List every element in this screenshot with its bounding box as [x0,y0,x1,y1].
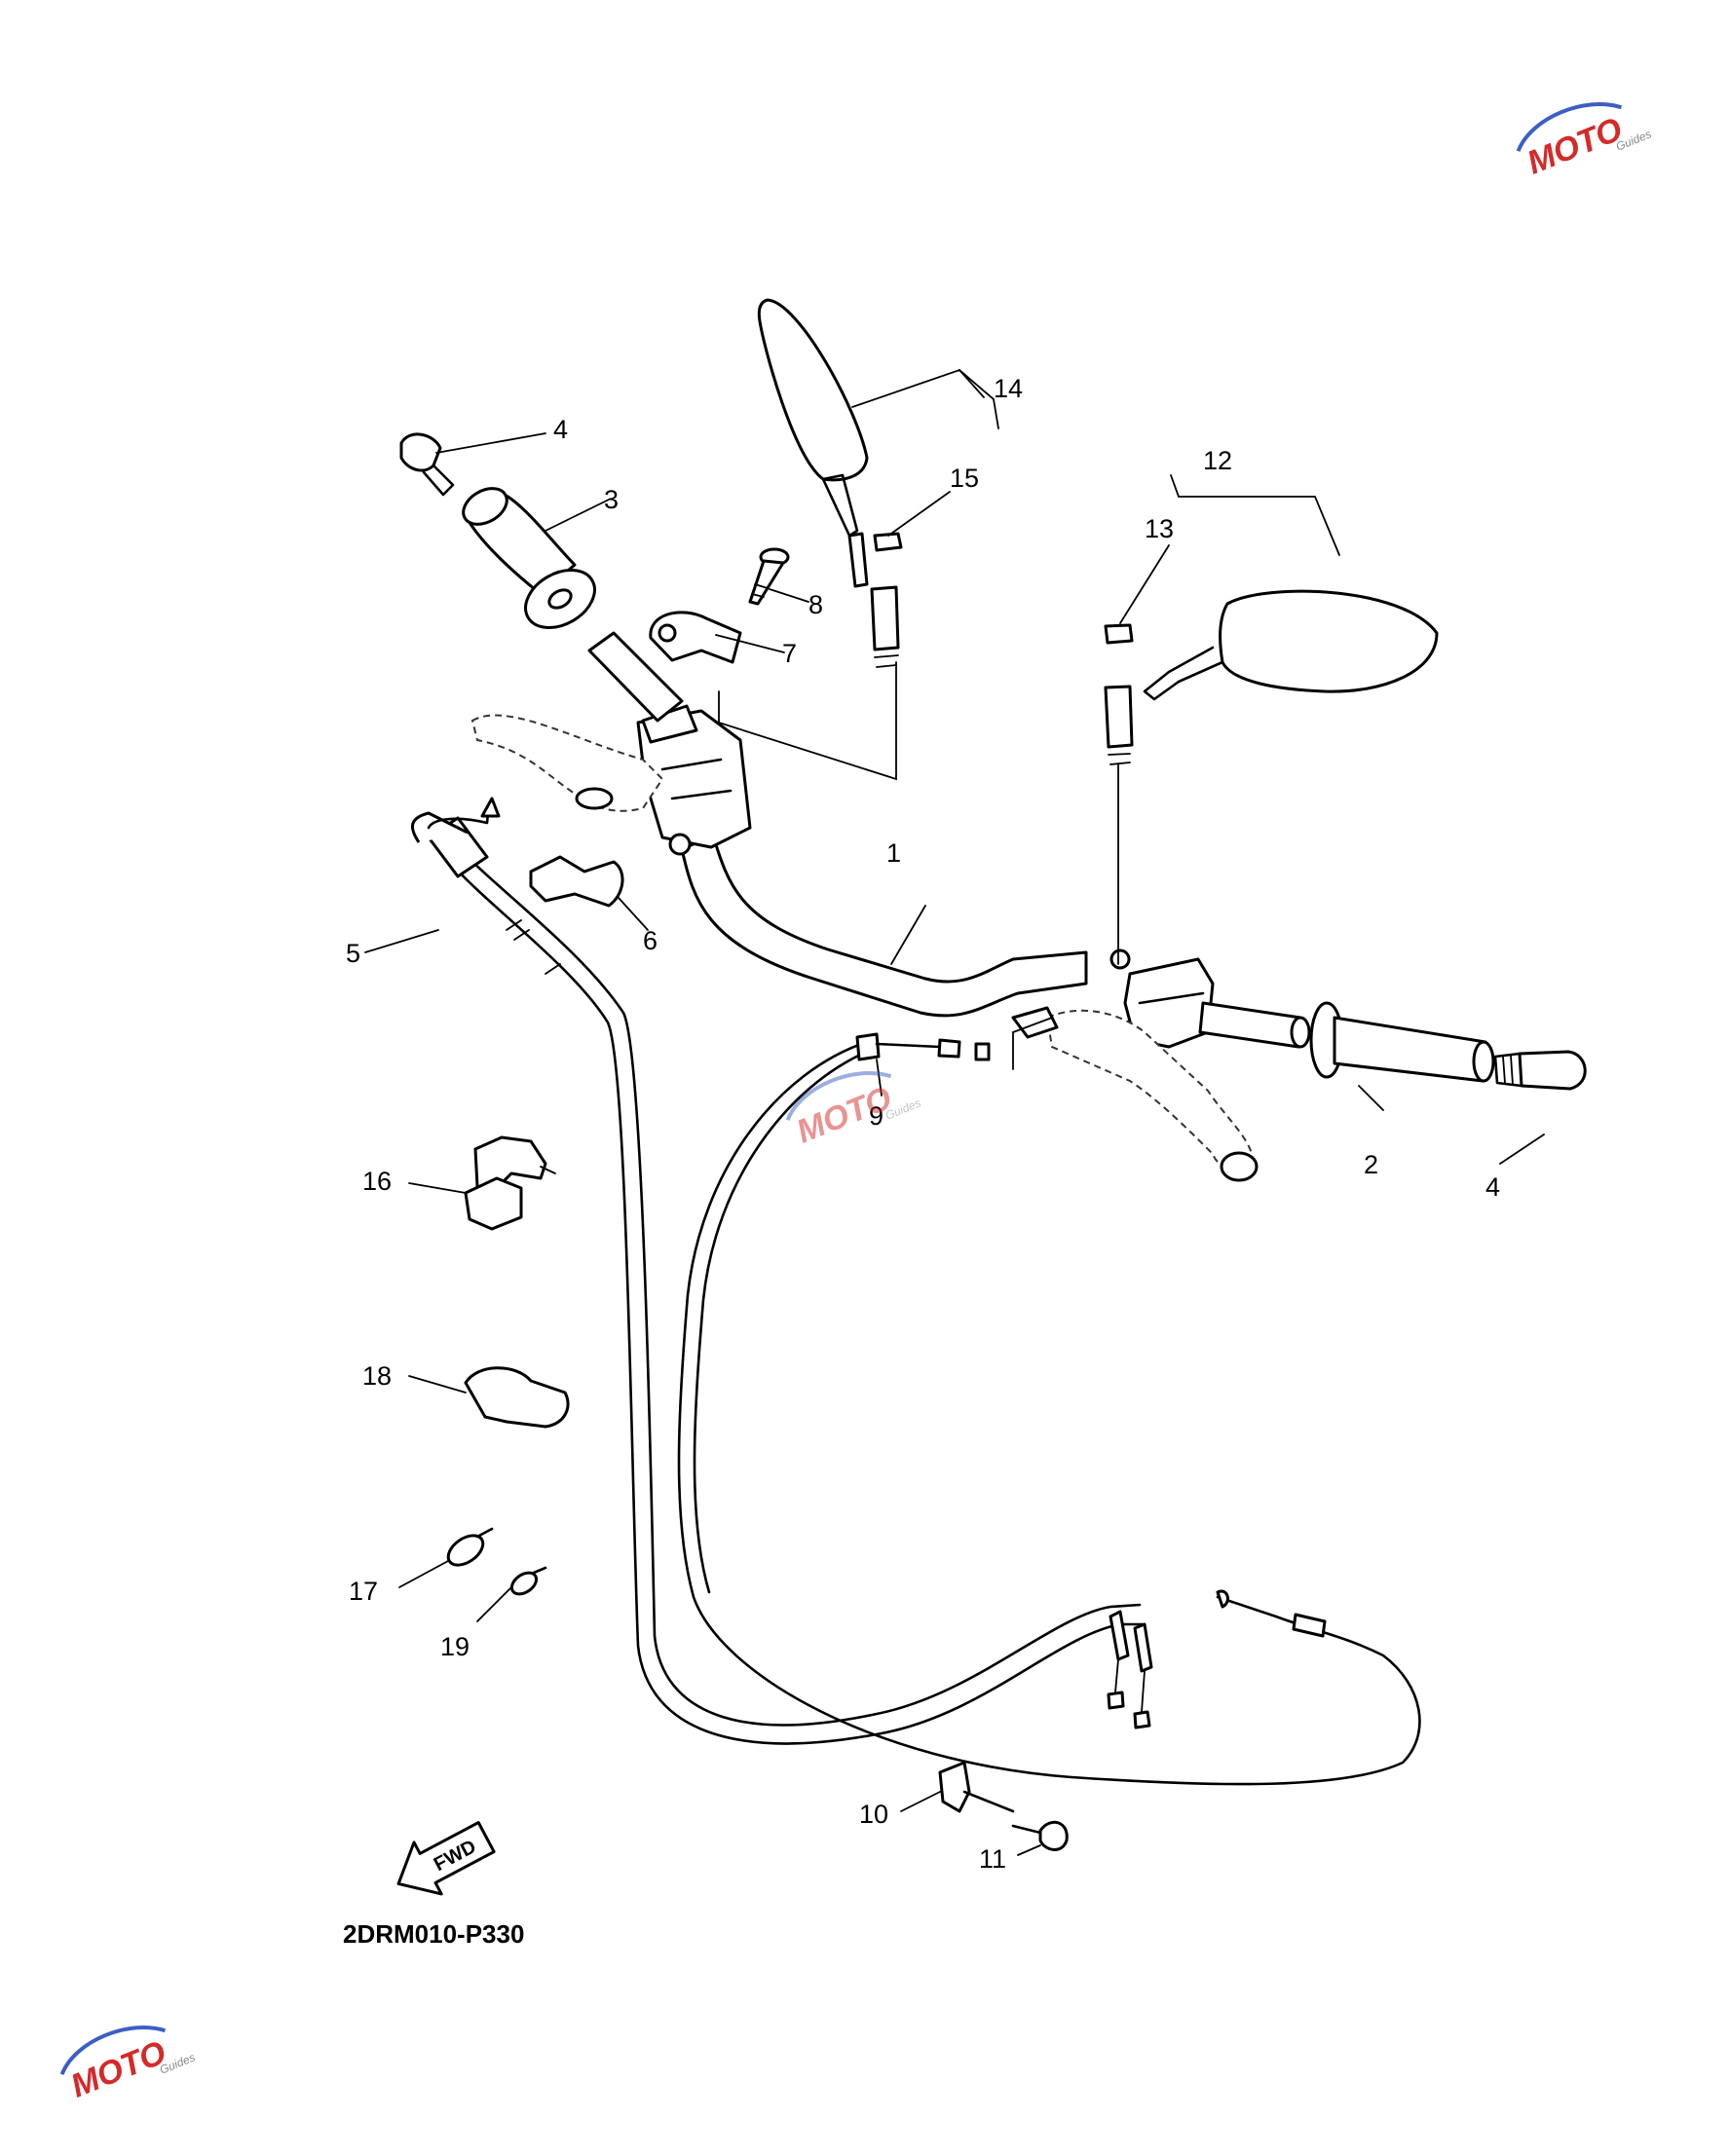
forward-arrow: FWD [396,1821,496,1896]
right-switch-housing [1109,948,1215,1049]
watermark-bottom-left: MOTO Guides [59,2026,197,2105]
callout-4-right: 4 [1485,1172,1500,1202]
callout-15: 15 [950,464,979,493]
callout-19: 19 [440,1632,470,1661]
callout-7: 7 [782,639,797,668]
lever-pivot [575,787,614,810]
callout-5: 5 [346,939,360,968]
band-19 [509,1566,547,1596]
callout-4-left: 4 [553,415,568,444]
upper-clamp [649,611,742,664]
callout-14: 14 [994,374,1023,403]
callout-12: 12 [1203,446,1232,475]
left-lever [470,714,664,812]
callout-11: 11 [979,1844,1006,1874]
clamp-bolt [748,547,790,606]
mirror-right [1104,589,1439,765]
right-lever-tip [1220,1151,1259,1182]
watermark-center: MOTO Guides [785,1071,922,1151]
cable-holder-18 [464,1366,570,1429]
left-switch-housing [636,704,752,856]
right-lever [1045,1009,1254,1172]
left-grip-tube [587,631,684,723]
diagram-code: 2DRM010-P330 [343,1919,524,1949]
callout-18: 18 [362,1361,392,1391]
left-grip [462,487,596,629]
callout-9: 9 [869,1101,883,1131]
bar-end-left [399,432,455,497]
watermark-top-right: MOTO Guides [1516,102,1653,182]
mirror-nut-right [1104,623,1134,645]
callout-10: 10 [859,1800,888,1829]
callout-8: 8 [808,590,823,619]
right-lever-pivot [1011,1006,1059,1039]
watermark-brand-top: MOTO [1522,110,1628,181]
callout-17: 17 [349,1577,378,1606]
band-17 [446,1527,494,1567]
handlebar [680,834,1088,1018]
callout-6: 6 [643,926,658,955]
callout-13: 13 [1145,514,1174,543]
screw-11 [1011,1820,1069,1851]
throttle-tube [1198,1001,1302,1049]
lower-clamp [529,855,624,908]
callout-1: 1 [886,838,901,868]
right-grip [1309,1001,1495,1083]
callout-2: 2 [1364,1150,1378,1179]
callout-labels: 1 2 3 4 4 5 6 7 8 9 10 11 12 13 14 15 16… [346,374,1500,1874]
callout-3: 3 [604,485,619,514]
leader-lines [364,368,1545,1856]
callout-16: 16 [362,1167,392,1196]
cable-guide-16 [464,1135,556,1231]
throttle-cable [410,797,1153,1745]
mirror-left [757,298,900,668]
brake-cable [677,1032,1421,1786]
clip-10 [938,1761,1015,1813]
watermark-brand-bottom: MOTO [66,2033,171,2104]
bar-end-right [1493,1050,1587,1091]
